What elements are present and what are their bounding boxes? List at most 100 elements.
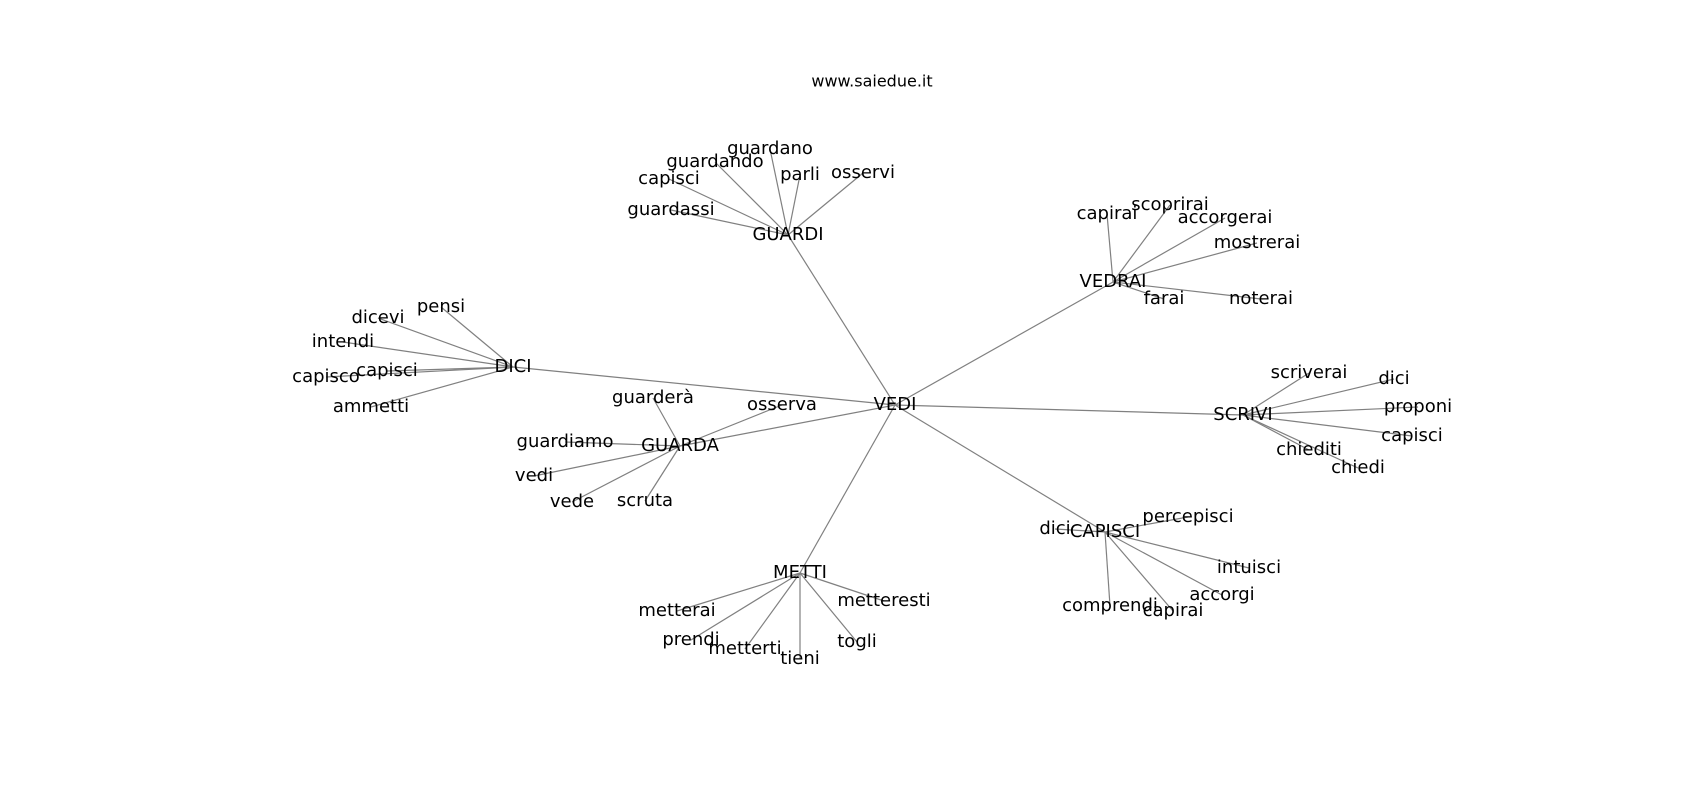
- edge-guarda-osserva: [679, 404, 783, 447]
- edge-vedrai-farai: [1112, 281, 1165, 300]
- edge-guarda-vede: [571, 445, 681, 503]
- node-guardi-capisci: capisci: [638, 168, 700, 189]
- node-metti-metterti: metterti: [708, 638, 781, 659]
- node-hub-dici: DICI: [494, 356, 531, 377]
- node-metti-metteresti: metteresti: [837, 590, 930, 611]
- node-guardi-osservi: osservi: [831, 162, 895, 183]
- edge-capisci-dici: [1054, 528, 1106, 533]
- edge-dici-pensi: [440, 306, 514, 368]
- node-guarda-osserva: osserva: [747, 394, 817, 415]
- edge-dici-capisco: [325, 366, 514, 378]
- node-hub-guarda: GUARDA: [641, 435, 719, 456]
- node-guardi-guardano: guardano: [727, 138, 813, 159]
- edge-dici-intendi: [342, 341, 514, 368]
- node-hub-metti: METTI: [773, 562, 827, 583]
- node-guarda-vedi: vedi: [515, 465, 553, 486]
- node-dici-capisci: capisci: [356, 360, 418, 381]
- edge-scrivi-chiedi: [1242, 414, 1359, 469]
- node-vedrai-noterai: noterai: [1229, 288, 1293, 309]
- edge-vedi-dici: [512, 366, 896, 406]
- edge-capisci-intuisci: [1104, 531, 1250, 569]
- edge-metti-metterai: [676, 572, 801, 612]
- edge-vedrai-capirai: [1106, 213, 1114, 283]
- edge-guarda-guardiamo: [564, 441, 681, 447]
- edge-vedi-vedrai: [894, 281, 1114, 406]
- edge-scrivi-scriverai: [1242, 372, 1310, 416]
- edge-vedrai-accorgerai: [1112, 217, 1226, 283]
- node-capisci-intuisci: intuisci: [1217, 557, 1281, 578]
- edge-vedrai-scoprirai: [1112, 204, 1171, 283]
- edge-vedi-metti: [799, 404, 896, 574]
- edge-metti-togli: [799, 572, 858, 643]
- edge-scrivi-capisci: [1242, 414, 1413, 437]
- edge-guarda-scruta: [644, 445, 681, 502]
- node-metti-tieni: tieni: [780, 648, 820, 669]
- node-vedrai-capirai: capirai: [1077, 203, 1138, 224]
- edge-capisci-capirai: [1104, 531, 1174, 612]
- edge-guardi-guardano: [769, 148, 789, 236]
- node-hub-scrivi: SCRIVI: [1213, 404, 1272, 425]
- edge-vedi-guardi: [787, 234, 896, 406]
- edge-capisci-comprendi: [1104, 531, 1111, 607]
- node-capisci-capirai: capirai: [1143, 600, 1204, 621]
- node-vedrai-scoprirai: scoprirai: [1131, 194, 1209, 215]
- node-vedrai-mostrerai: mostrerai: [1214, 232, 1301, 253]
- node-guardi-parli: parli: [780, 164, 820, 185]
- node-guarda-vede: vede: [550, 491, 594, 512]
- edge-guardi-guardando: [714, 161, 789, 236]
- edge-guardi-parli: [787, 174, 801, 236]
- node-dici-intendi: intendi: [312, 331, 374, 352]
- edge-dici-dicevi: [377, 317, 514, 368]
- edge-vedrai-noterai: [1112, 281, 1262, 300]
- edge-guarda-guardera: [652, 397, 681, 447]
- edges-layer: [325, 148, 1419, 659]
- edge-metti-metteresti: [799, 572, 885, 602]
- edge-metti-metterti: [744, 572, 801, 650]
- node-capisci-percepisci: percepisci: [1142, 506, 1233, 527]
- edge-vedrai-mostrerai: [1112, 242, 1258, 283]
- node-metti-metterai: metterai: [638, 600, 715, 621]
- node-scrivi-chiediti: chiediti: [1276, 439, 1342, 460]
- node-dici-pensi: pensi: [417, 296, 465, 317]
- node-hub-vedrai: VEDRAI: [1080, 271, 1147, 292]
- edge-dici-ammetti: [370, 366, 514, 408]
- node-capisci-dici: dici: [1039, 518, 1070, 539]
- node-metti-togli: togli: [837, 631, 877, 652]
- node-metti-prendi: prendi: [662, 629, 719, 650]
- node-guardi-guardassi: guardassi: [627, 199, 714, 220]
- node-scrivi-proponi: proponi: [1384, 396, 1452, 417]
- edge-guarda-vedi: [533, 445, 681, 477]
- node-vedrai-accorgerai: accorgerai: [1178, 207, 1273, 228]
- node-guardi-guardando: guardando: [666, 151, 763, 172]
- edge-capisci-accorgi: [1104, 531, 1223, 596]
- node-dici-dicevi: dicevi: [351, 307, 404, 328]
- edge-guardi-guardassi: [670, 209, 789, 236]
- node-hub-capisci: CAPISCI: [1070, 521, 1140, 542]
- edge-guardi-osservi: [787, 172, 864, 236]
- node-capisci-accorgi: accorgi: [1189, 584, 1254, 605]
- node-scrivi-dici: dici: [1378, 368, 1409, 389]
- node-scrivi-chiedi: chiedi: [1331, 457, 1385, 478]
- node-guarda-scruta: scruta: [617, 490, 673, 511]
- edge-scrivi-dici: [1242, 378, 1395, 416]
- node-scrivi-capisci: capisci: [1381, 425, 1443, 446]
- edge-vedi-scrivi: [894, 404, 1244, 416]
- edge-scrivi-chiediti: [1242, 414, 1310, 451]
- node-hub-guardi: GUARDI: [752, 224, 823, 245]
- edge-vedi-guarda: [679, 404, 896, 447]
- edge-guardi-capisci: [668, 178, 789, 236]
- edge-scrivi-proponi: [1242, 406, 1419, 416]
- node-scrivi-scriverai: scriverai: [1271, 362, 1348, 383]
- node-guarda-guardera: guarderà: [612, 387, 694, 408]
- node-dici-capisco: capisco: [292, 366, 360, 387]
- page-title: www.saiedue.it: [811, 72, 932, 91]
- edge-metti-prendi: [690, 572, 801, 641]
- node-capisci-comprendi: comprendi: [1062, 595, 1158, 616]
- edge-capisci-percepisci: [1104, 516, 1189, 533]
- node-guarda-guardiamo: guardiamo: [517, 431, 614, 452]
- edge-vedi-capisci: [894, 404, 1106, 533]
- node-vedrai-farai: farai: [1144, 288, 1185, 309]
- node-dici-ammetti: ammetti: [333, 396, 409, 417]
